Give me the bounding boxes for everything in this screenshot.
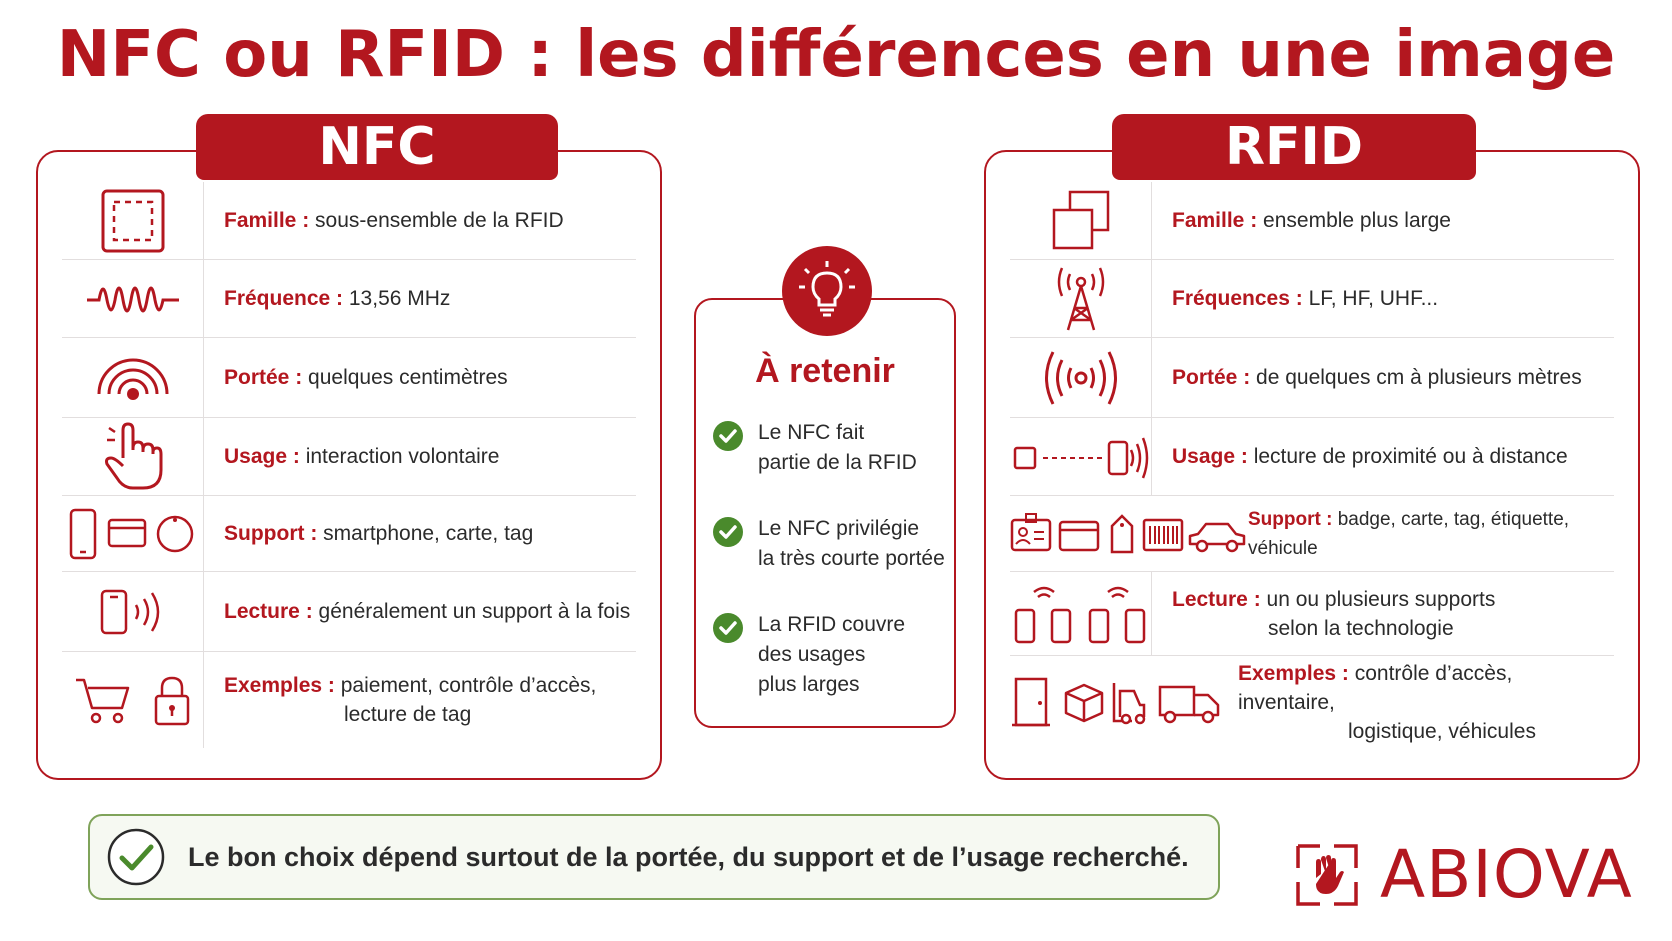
row-label: Famille : bbox=[1172, 209, 1258, 232]
dashed-square-icon bbox=[62, 182, 204, 259]
rfid-row-lecture: Lecture : un ou plusieurs supports selon … bbox=[1010, 572, 1614, 656]
retenir-line: Le NFC fait bbox=[758, 421, 865, 444]
rfid-row-usage: Usage : lecture de proximité ou à distan… bbox=[1010, 418, 1614, 496]
nfc-row-exemples: Exemples : paiement, contrôle d’accès, le… bbox=[62, 652, 636, 748]
row-label: Usage : bbox=[224, 445, 300, 468]
row-label: Portée : bbox=[224, 366, 303, 389]
retenir-line: La RFID couvre bbox=[758, 613, 906, 636]
retenir-box: À retenir Le NFC fait partie de la RFID L… bbox=[694, 298, 956, 728]
row-text: généralement un support à la fois bbox=[318, 600, 631, 623]
cart-lock-icon bbox=[62, 652, 204, 748]
distance-reading-icon bbox=[1010, 418, 1152, 495]
multiple-devices-icon bbox=[1010, 572, 1152, 655]
check-icon bbox=[713, 613, 743, 643]
wave-icon bbox=[62, 260, 204, 337]
rfid-heading: RFID bbox=[1112, 114, 1476, 180]
rfid-row-portee: Portée : de quelques cm à plusieurs mètr… bbox=[1010, 338, 1614, 418]
check-circle-icon bbox=[107, 828, 165, 886]
conclusion-box: Le bon choix dépend surtout de la portée… bbox=[88, 814, 1220, 900]
row-text: un ou plusieurs supports bbox=[1266, 587, 1496, 611]
row-label: Fréquence : bbox=[224, 287, 344, 310]
row-text: contrôle d’accès, inventaire, bbox=[1238, 661, 1513, 714]
row-label: Usage : bbox=[1172, 445, 1248, 468]
retenir-item: Le NFC fait partie de la RFID bbox=[712, 418, 946, 478]
page-title: NFC ou RFID : les différences en une ima… bbox=[56, 18, 1616, 92]
retenir-title: À retenir bbox=[755, 352, 895, 390]
row-label: Support : bbox=[1248, 508, 1333, 530]
row-text: LF, HF, UHF... bbox=[1308, 287, 1439, 310]
stacked-squares-icon bbox=[1010, 182, 1152, 259]
nfc-row-lecture: Lecture : généralement un support à la f… bbox=[62, 572, 636, 652]
rfid-row-famille: Famille : ensemble plus large bbox=[1010, 182, 1614, 260]
retenir-line: plus larges bbox=[758, 673, 860, 696]
retenir-line: la très courte portée bbox=[758, 547, 945, 570]
row-text-2: selon la technologie bbox=[1268, 616, 1454, 640]
signal-arcs-icon bbox=[62, 338, 204, 417]
retenir-line: Le NFC privilégie bbox=[758, 517, 920, 540]
row-text: smartphone, carte, tag bbox=[323, 522, 534, 545]
retenir-line: des usages bbox=[758, 643, 866, 666]
nfc-row-portee: Portée : quelques centimètres bbox=[62, 338, 636, 418]
row-label: Exemples : bbox=[1238, 661, 1349, 685]
conclusion-text: Le bon choix dépend surtout de la portée… bbox=[188, 841, 1189, 872]
row-label: Portée : bbox=[1172, 366, 1251, 389]
row-text: interaction volontaire bbox=[305, 445, 500, 468]
row-text-2: logistique, véhicules bbox=[1348, 719, 1536, 743]
row-text: paiement, contrôle d’accès, bbox=[340, 674, 597, 697]
nfc-heading: NFC bbox=[196, 114, 558, 180]
lightbulb-icon bbox=[782, 246, 872, 336]
badge-card-tag-label-vehicle-icon bbox=[1010, 512, 1248, 556]
nfc-row-frequence: Fréquence : 13,56 MHz bbox=[62, 260, 636, 338]
hand-pointer-icon bbox=[62, 418, 204, 495]
rfid-row-exemples: Exemples : contrôle d’accès, inventaire,… bbox=[1010, 656, 1614, 748]
row-label: Fréquences : bbox=[1172, 287, 1303, 310]
retenir-item: La RFID couvre des usages plus larges bbox=[712, 610, 946, 700]
hand-frame-icon bbox=[1296, 843, 1358, 906]
row-label: Support : bbox=[224, 522, 318, 545]
row-text: 13,56 MHz bbox=[348, 287, 451, 310]
nfc-row-famille: Famille : sous-ensemble de la RFID bbox=[62, 182, 636, 260]
door-box-forklift-truck-icon bbox=[1010, 677, 1232, 727]
nfc-panel: Famille : sous-ensemble de la RFID Fréqu… bbox=[36, 150, 662, 780]
row-label: Exemples : bbox=[224, 674, 335, 697]
antenna-tower-icon bbox=[1010, 260, 1152, 337]
row-text: sous-ensemble de la RFID bbox=[315, 209, 564, 232]
row-text-2: lecture de tag bbox=[344, 703, 472, 726]
rfid-row-support: Support : badge, carte, tag, étiquette, … bbox=[1010, 496, 1614, 572]
check-icon bbox=[713, 517, 743, 547]
row-label: Lecture : bbox=[1172, 587, 1261, 611]
nfc-row-support: Support : smartphone, carte, tag bbox=[62, 496, 636, 572]
broadcast-icon bbox=[1010, 338, 1152, 417]
row-label: Famille : bbox=[224, 209, 310, 232]
row-text: badge, carte, tag, étiquette, véhicule bbox=[1248, 508, 1570, 559]
retenir-item: Le NFC privilégie la très courte portée bbox=[712, 514, 946, 574]
rfid-panel: Famille : ensemble plus large Fréquences… bbox=[984, 150, 1640, 780]
check-icon bbox=[713, 421, 743, 451]
row-text: lecture de proximité ou à distance bbox=[1253, 445, 1568, 468]
smartphone-card-tag-icon bbox=[62, 496, 204, 571]
row-label: Lecture : bbox=[224, 600, 313, 623]
logo-text: ABIOVA bbox=[1380, 836, 1633, 913]
retenir-line: partie de la RFID bbox=[758, 451, 917, 474]
nfc-row-usage: Usage : interaction volontaire bbox=[62, 418, 636, 496]
row-text: ensemble plus large bbox=[1263, 209, 1451, 232]
phone-waves-icon bbox=[62, 572, 204, 651]
row-text: quelques centimètres bbox=[308, 366, 508, 389]
logo: ABIOVA bbox=[1296, 836, 1633, 913]
rfid-row-frequences: Fréquences : LF, HF, UHF... bbox=[1010, 260, 1614, 338]
row-text: de quelques cm à plusieurs mètres bbox=[1256, 366, 1582, 389]
